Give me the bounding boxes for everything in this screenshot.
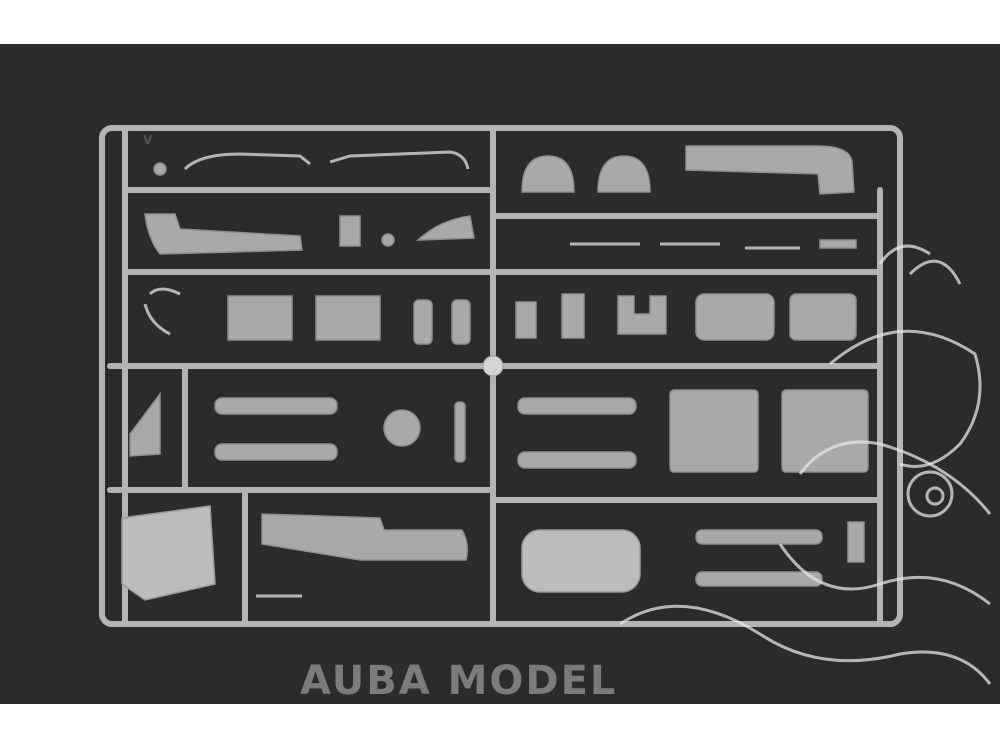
row5-right-parts xyxy=(521,521,865,593)
row2-left-parts xyxy=(144,213,475,255)
sprue-frame xyxy=(99,125,903,627)
sprue-svg: V xyxy=(99,125,992,704)
row3-right-parts xyxy=(515,293,857,341)
sprue-letter: V xyxy=(143,133,153,147)
model-kit-sprue-photo: V xyxy=(0,44,1000,704)
row3-left-parts xyxy=(143,287,471,345)
row4-right-parts xyxy=(517,389,869,473)
row4-left-parts xyxy=(129,391,466,463)
row5-left-parts xyxy=(121,505,469,601)
cable-parts xyxy=(153,150,470,176)
watermark-text: AUBA MODEL xyxy=(300,658,617,704)
top-right-parts xyxy=(521,145,857,250)
watermark-logo xyxy=(619,244,992,685)
